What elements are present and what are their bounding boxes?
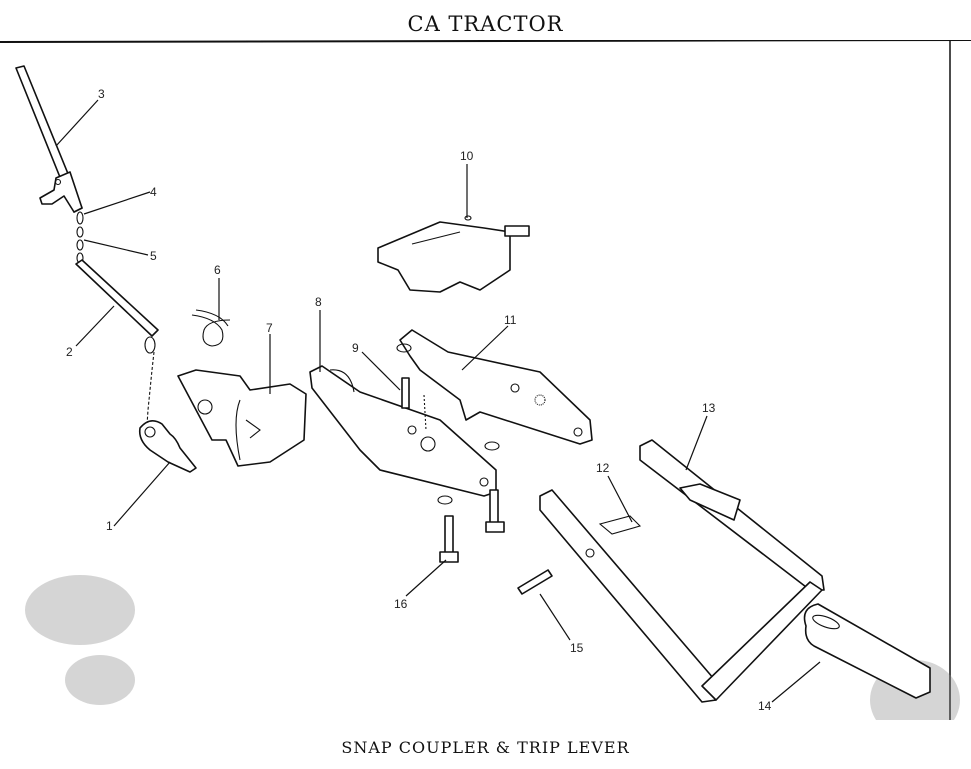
leader-lines: [55, 99, 821, 703]
callout-10: 10: [460, 149, 474, 163]
callout-3: 3: [98, 87, 105, 101]
callout-12: 12: [596, 461, 610, 475]
callout-14: 14: [758, 699, 772, 713]
callout-15: 15: [570, 641, 584, 655]
part-9-pin: [401, 377, 436, 452]
part-3-trip-lever: [15, 65, 83, 213]
callout-5: 5: [150, 249, 157, 263]
callout-9: 9: [352, 341, 359, 355]
callout-8: 8: [315, 295, 322, 309]
callout-13: 13: [702, 401, 716, 415]
part-4-5-chain-link: [76, 211, 84, 264]
exploded-parts-diagram: 1 2 3 4 5 6 7 8 9 10 11 12 13 14 15 16: [0, 40, 971, 720]
top-border: [0, 40, 971, 43]
callout-1: 1: [106, 519, 113, 533]
part-16-bolt: [439, 515, 459, 563]
callout-6: 6: [214, 263, 221, 277]
callout-11: 11: [504, 313, 517, 327]
diagram-caption: SNAP COUPLER & TRIP LEVER: [341, 738, 630, 757]
part-11-arm: [399, 329, 593, 445]
callout-7: 7: [266, 321, 273, 335]
bolt-2: [485, 489, 505, 533]
washers: [396, 343, 500, 505]
part-10-housing: [377, 215, 530, 293]
part-14-hitch-bar: [803, 603, 931, 699]
page-title: CA TRACTOR: [407, 12, 564, 36]
part-2-rod: [75, 259, 159, 354]
callout-4: 4: [150, 185, 157, 199]
chain: [146, 351, 155, 426]
part-1-hook: [138, 420, 197, 473]
part-15-pin: [517, 569, 553, 595]
callout-2: 2: [66, 345, 73, 359]
callout-16: 16: [394, 597, 408, 611]
part-7-bracket: [177, 369, 307, 467]
part-6-spring: [191, 309, 231, 347]
part-13-frame: [539, 439, 825, 703]
